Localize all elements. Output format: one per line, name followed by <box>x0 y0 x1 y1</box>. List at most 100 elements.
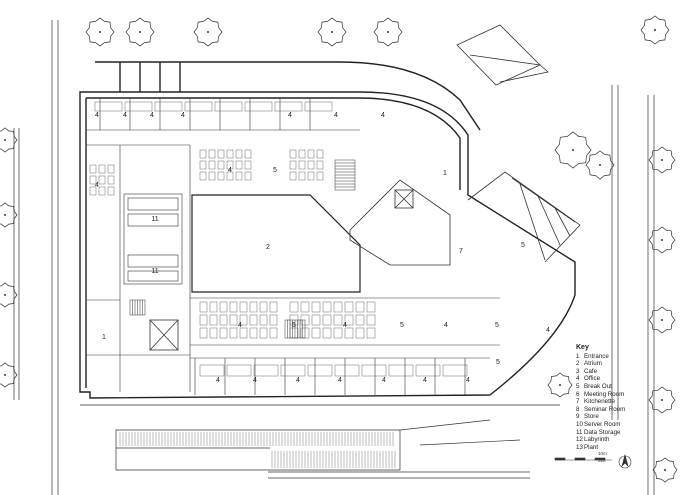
room-label-break-out: 5 <box>400 322 404 329</box>
desk <box>442 364 468 377</box>
desk <box>244 171 252 181</box>
desk <box>199 314 208 326</box>
road-south <box>80 404 560 479</box>
desk <box>217 160 225 170</box>
desk <box>307 149 315 159</box>
tree-icon <box>125 17 155 47</box>
tree-icon <box>648 146 676 174</box>
desk <box>199 301 208 313</box>
desk <box>107 175 115 185</box>
desk <box>94 101 123 112</box>
desk <box>269 314 278 326</box>
key-item-label: Break Out <box>584 382 612 390</box>
desk <box>289 301 299 313</box>
room-label-break-out: 5 <box>273 167 277 174</box>
key-item-label: Labyrinth <box>584 436 610 444</box>
key-item-label: Server Room <box>584 420 621 428</box>
desk <box>89 175 97 185</box>
key-item-number: 7 <box>576 398 580 406</box>
room-label-office: 4 <box>95 112 99 119</box>
desk <box>307 160 315 170</box>
room-label-office: 4 <box>181 112 185 119</box>
desk <box>244 160 252 170</box>
tree-icon <box>585 150 615 180</box>
road-west <box>13 20 59 495</box>
desk <box>289 149 297 159</box>
desk <box>89 186 97 196</box>
north-arrow-icon <box>618 453 632 469</box>
tree-icon <box>0 362 18 388</box>
key-item-number: 13 <box>576 443 583 451</box>
desk <box>226 364 252 377</box>
key-item-number: 10 <box>576 420 583 428</box>
desk <box>316 171 324 181</box>
desk <box>304 101 333 112</box>
key-item-label: Plant <box>584 443 599 451</box>
tree-icon <box>85 17 115 47</box>
desk <box>226 160 234 170</box>
desk <box>98 175 106 185</box>
desk <box>344 327 354 339</box>
tree-icon <box>0 202 18 228</box>
desk <box>344 314 354 326</box>
key-item-label: Kitchenette <box>584 398 615 406</box>
room-label-office: 4 <box>150 112 154 119</box>
tree-icon <box>0 282 18 308</box>
key-item-label: Store <box>584 413 599 421</box>
room-label-office: 4 <box>423 377 427 384</box>
room-label-office: 4 <box>444 322 448 329</box>
scale-bar <box>554 457 612 461</box>
desk <box>249 314 258 326</box>
desk <box>239 314 248 326</box>
desk <box>219 314 228 326</box>
desk <box>235 171 243 181</box>
key-item-label: Cafe <box>584 367 598 375</box>
tree-icon <box>547 372 573 398</box>
key-item: 7 Kitchenette <box>576 398 656 406</box>
room-label-data-storage: 11 <box>151 268 158 275</box>
road-east <box>611 85 655 495</box>
building-outline <box>79 61 576 399</box>
room-label-entrance: 1 <box>443 170 447 177</box>
desk <box>107 164 115 174</box>
room-label-office: 4 <box>334 112 338 119</box>
desk <box>316 160 324 170</box>
furniture <box>89 101 468 377</box>
tree-icon <box>317 17 347 47</box>
room-label-office: 4 <box>95 182 99 189</box>
desk <box>219 327 228 339</box>
desk <box>274 101 303 112</box>
desk <box>311 301 321 313</box>
desk <box>366 301 376 313</box>
desk <box>366 314 376 326</box>
desk <box>300 301 310 313</box>
desk <box>307 171 315 181</box>
desk <box>154 101 183 112</box>
desk <box>311 327 321 339</box>
key-item-number: 4 <box>576 375 580 383</box>
desk <box>253 364 279 377</box>
desk <box>208 149 216 159</box>
room-label-entrance: 1 <box>102 334 106 341</box>
desk <box>229 314 238 326</box>
desk <box>259 314 268 326</box>
desk <box>366 327 376 339</box>
key-item-label: Seminar Room <box>584 405 626 413</box>
desk <box>355 314 365 326</box>
room-label-office: 4 <box>343 322 347 329</box>
room-label-office: 4 <box>338 377 342 384</box>
atrium <box>191 194 361 293</box>
desk <box>333 301 343 313</box>
room-label-office: 4 <box>253 377 257 384</box>
desk <box>217 149 225 159</box>
key-item-number: 12 <box>576 436 583 444</box>
key-item-number: 6 <box>576 390 580 398</box>
